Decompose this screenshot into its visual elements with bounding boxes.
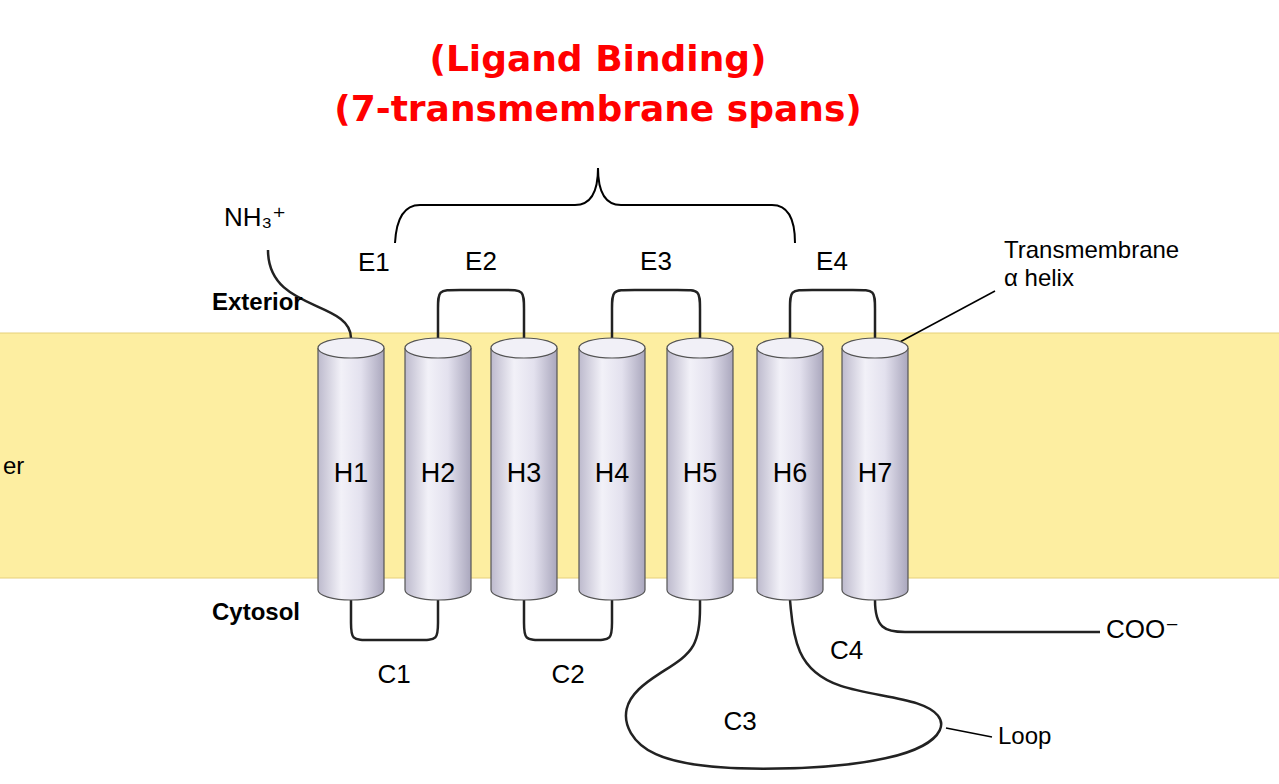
label-text: Loop <box>998 722 1051 750</box>
bilayer-edge <box>0 333 1279 334</box>
label-text: C4 <box>830 636 863 666</box>
loop-label: E4 <box>816 247 848 277</box>
loop-chain <box>524 600 612 640</box>
loop-label: E2 <box>465 247 497 277</box>
helix-cylinder: H1 <box>318 338 384 600</box>
bracket <box>395 168 795 243</box>
loop-chain <box>626 600 941 769</box>
cylinder-top <box>579 338 645 358</box>
helix-label: H4 <box>579 338 645 600</box>
loop-chain <box>438 290 524 338</box>
leader-line <box>898 291 995 343</box>
label-text: NH₃⁺ <box>224 203 286 233</box>
cylinder-top <box>405 338 471 358</box>
helix-label: H1 <box>318 338 384 600</box>
label-text: er <box>3 452 24 480</box>
cylinder-top <box>667 338 733 358</box>
loop-label: C3 <box>723 707 756 737</box>
cylinder-top <box>842 338 908 358</box>
leader-line <box>946 728 992 737</box>
loop-label: C2 <box>551 660 584 690</box>
cylinder-top <box>318 338 384 358</box>
cylinder-top <box>491 338 557 358</box>
helix-cylinder: H6 <box>757 338 823 600</box>
helix-label: H5 <box>667 338 733 600</box>
label-text: Transmembrane α helix <box>1004 236 1192 291</box>
helix-label: H3 <box>491 338 557 600</box>
helix-cylinder: H5 <box>667 338 733 600</box>
c-terminus-chain <box>875 600 1100 632</box>
label-text: (7-transmembrane spans) <box>334 88 862 129</box>
helix-label: H7 <box>842 338 908 600</box>
helix-cylinder: H4 <box>579 338 645 600</box>
loop-chain <box>790 290 875 338</box>
label-text: Exterior <box>212 288 303 316</box>
cylinder-top <box>757 338 823 358</box>
helix-label: H6 <box>757 338 823 600</box>
helix-label: H2 <box>405 338 471 600</box>
helix-cylinder: H7 <box>842 338 908 600</box>
helix-cylinder: H3 <box>491 338 557 600</box>
label-text: E1 <box>358 248 390 278</box>
loop-chain <box>612 290 700 338</box>
label-text: (Ligand Binding) <box>429 38 766 79</box>
loop-label: C1 <box>377 660 410 690</box>
loop-label: E3 <box>640 247 672 277</box>
loop-chain <box>351 600 438 640</box>
label-text: Cytosol <box>212 598 300 626</box>
label-text: COO⁻ <box>1106 615 1179 645</box>
helix-cylinder: H2 <box>405 338 471 600</box>
